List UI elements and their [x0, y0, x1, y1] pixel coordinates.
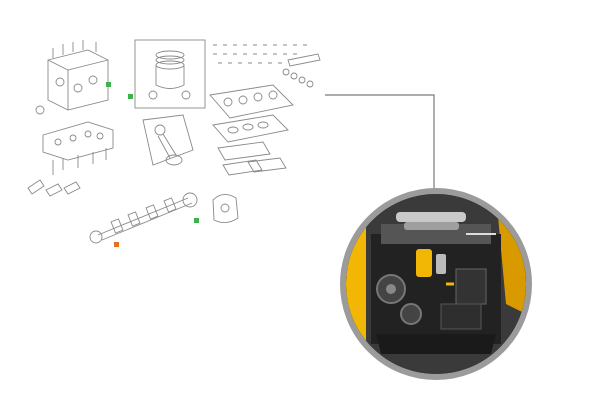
highlight-marker-green — [128, 94, 133, 99]
gasket-set-drawing — [209, 84, 294, 176]
highlight-marker-orange — [114, 242, 119, 247]
engine-photo-inset — [340, 188, 532, 380]
piston-drawing — [148, 50, 191, 100]
cylinder-head-drawing — [42, 121, 114, 175]
crankshaft-drawing — [89, 192, 198, 244]
exploded-parts-diagram — [27, 39, 321, 247]
engine-block-drawing — [35, 40, 109, 115]
highlight-marker-green — [106, 82, 111, 87]
fastener-rows-drawing — [213, 44, 321, 88]
engine-photo-illustration — [346, 194, 526, 374]
highlight-marker-green — [194, 218, 199, 223]
connecting-rod-drawing — [154, 124, 183, 166]
